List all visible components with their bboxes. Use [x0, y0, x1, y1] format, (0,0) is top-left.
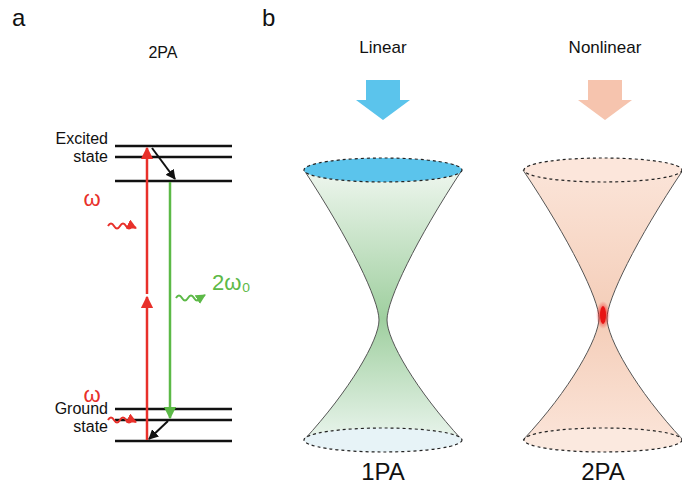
- process-label: 1PA: [361, 458, 405, 486]
- process-label: 2PA: [581, 458, 625, 486]
- state-label: Excited state: [48, 130, 108, 167]
- nonlinear-focus: [523, 80, 682, 452]
- mode-label: Linear: [359, 38, 406, 58]
- photon-waves: [108, 224, 205, 423]
- mode-label: Nonlinear: [569, 38, 642, 58]
- panel-letter: a: [12, 4, 25, 32]
- panel-letter: b: [262, 4, 275, 32]
- photon-label: ω: [83, 186, 100, 211]
- state-label: Ground state: [48, 400, 108, 437]
- emission-label: 2ω₀: [212, 270, 251, 295]
- diagram-title: 2PA: [148, 44, 177, 62]
- linear-focus: [304, 80, 462, 452]
- transitions: [147, 148, 175, 440]
